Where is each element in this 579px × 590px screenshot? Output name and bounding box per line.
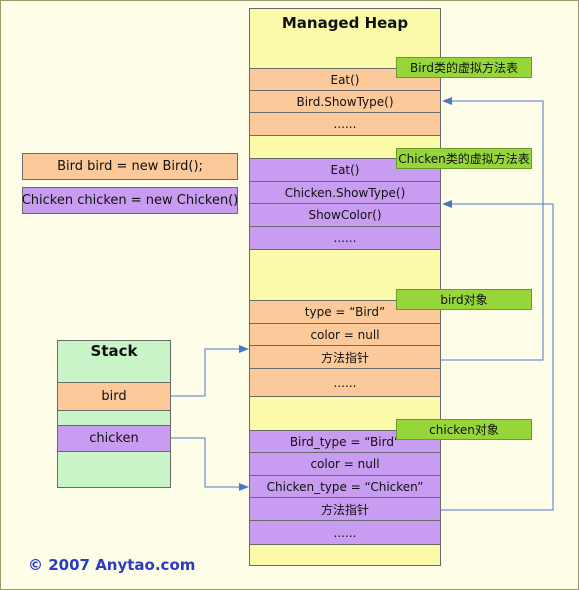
bird-vtable-showtype: Bird.ShowType() bbox=[249, 90, 441, 113]
bird-object-method-pointer: 方法指针 bbox=[249, 345, 441, 369]
stack-chicken: chicken bbox=[57, 425, 171, 452]
code-chicken-new: Chicken chicken = new Chicken() bbox=[22, 187, 238, 214]
label-bird-object: bird对象 bbox=[396, 289, 532, 310]
code-bird-new: Bird bird = new Bird(); bbox=[22, 153, 238, 180]
chicken-object-chicken-type: Chicken_type = “Chicken” bbox=[249, 475, 441, 498]
bird-vtable-more: ...... bbox=[249, 112, 441, 136]
chicken-object-method-pointer: 方法指针 bbox=[249, 497, 441, 521]
bird-object-color: color = null bbox=[249, 323, 441, 346]
stack bbox=[57, 340, 171, 488]
label-chicken-vtable: Chicken类的虚拟方法表 bbox=[396, 148, 532, 169]
chicken-vtable-showtype: Chicken.ShowType() bbox=[249, 181, 441, 204]
chicken-vtable-showcolor: ShowColor() bbox=[249, 203, 441, 227]
copyright-text: © 2007 Anytao.com bbox=[28, 556, 196, 574]
bird-object-more: ...... bbox=[249, 368, 441, 397]
managed-heap-title: Managed Heap bbox=[281, 14, 409, 32]
label-bird-vtable: Bird类的虚拟方法表 bbox=[396, 57, 532, 78]
chicken-object-color: color = null bbox=[249, 452, 441, 476]
label-chicken-object: chicken对象 bbox=[396, 419, 532, 440]
chicken-object-bird-type: Bird_type = “Bird” bbox=[249, 430, 441, 453]
chicken-vtable-more: ...... bbox=[249, 226, 441, 250]
chicken-object-more: ...... bbox=[249, 520, 441, 545]
stack-bird: bird bbox=[57, 382, 171, 411]
stack-title: Stack bbox=[90, 342, 138, 360]
